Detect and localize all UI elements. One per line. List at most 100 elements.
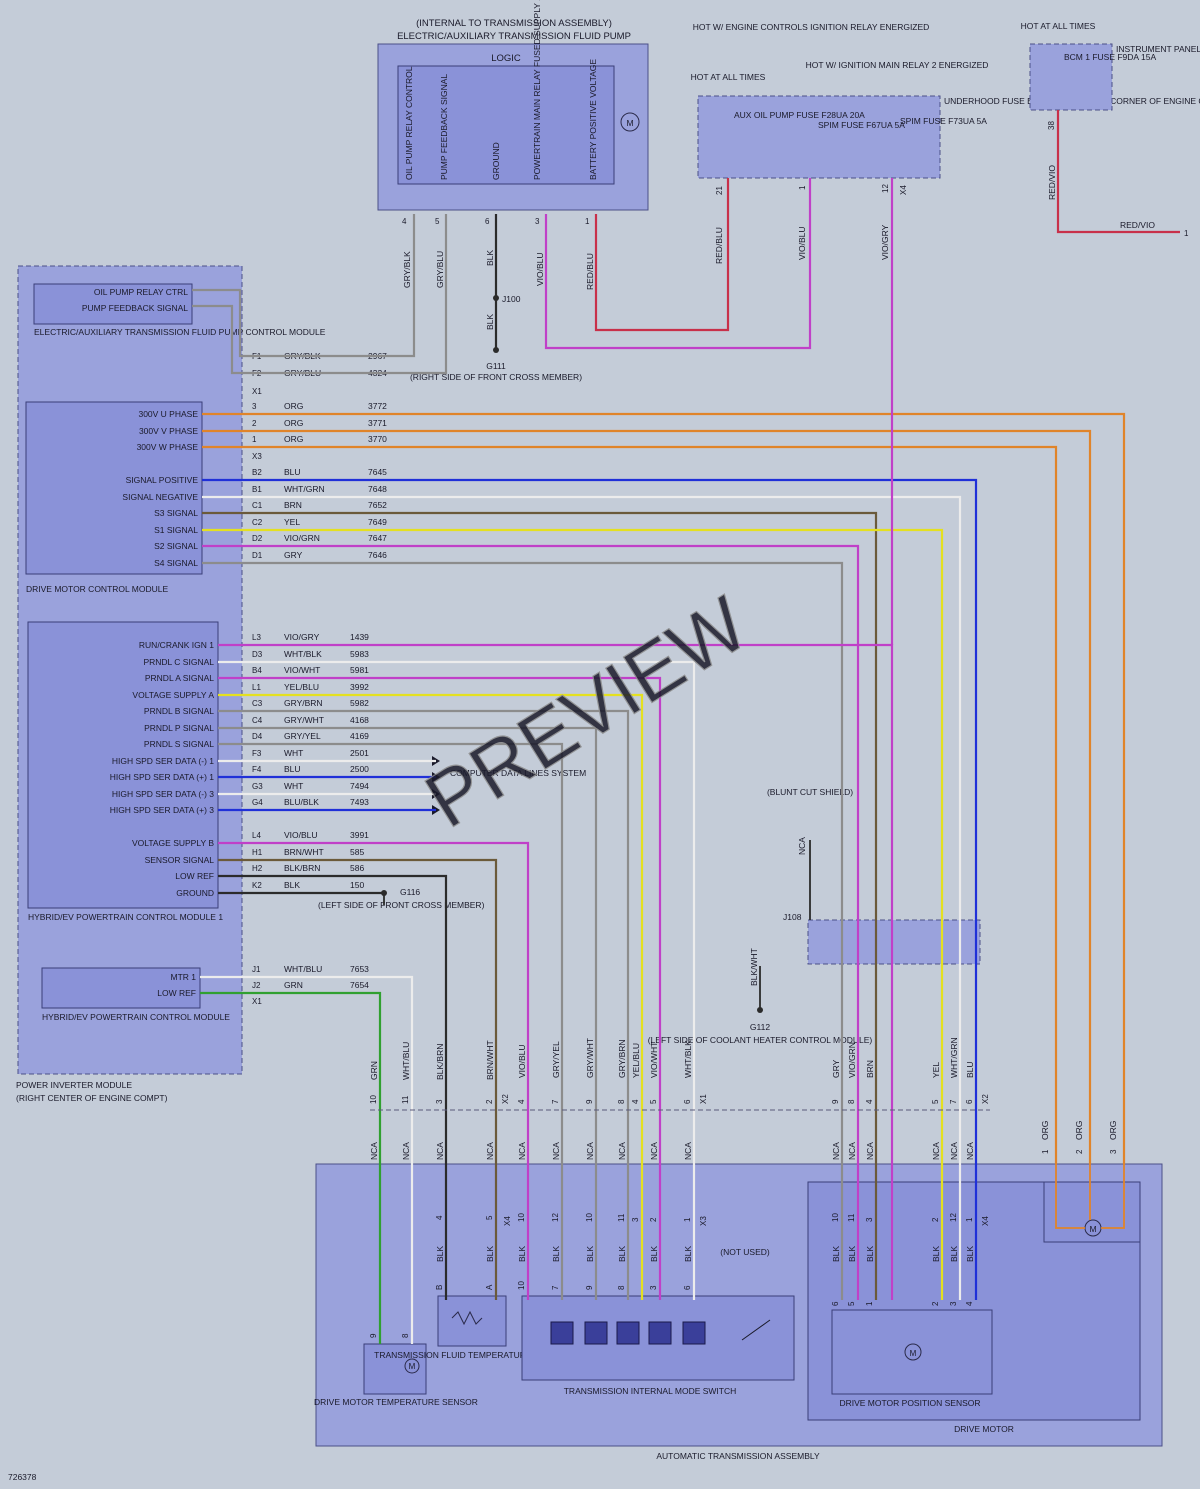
dmcm-signal-circuit: 7648	[368, 484, 387, 494]
hpcm2-row-circuit: 7653	[350, 964, 369, 974]
pump-pin-label-2: PUMP FEEDBACK SIGNAL	[439, 74, 449, 180]
dmps-motor-icon: M	[904, 1343, 922, 1361]
hpcm1-row-wire: BLK/BRN	[284, 863, 320, 873]
dmps-box	[831, 1309, 993, 1395]
dmps-label: DRIVE MOTOR POSITION SENSOR	[839, 1398, 980, 1408]
hpcm1-row-label: PRNDL S SIGNAL	[144, 739, 214, 749]
pump-pin-label-1: OIL PUMP RELAY CONTROL	[404, 66, 414, 180]
g111-location: (RIGHT SIDE OF FRONT CROSS MEMBER)	[410, 372, 582, 382]
inner-blk-label: BLK	[965, 1246, 975, 1262]
hpcm1-row-label: PRNDL C SIGNAL	[143, 657, 214, 667]
inner-blk-label: BLK	[551, 1246, 561, 1262]
ip-fuse-pin: 38	[1047, 121, 1056, 130]
dmts-pin: 9	[369, 1333, 378, 1338]
hpcm1-row-wire: VIO/GRY	[284, 632, 320, 642]
document-id: 726378	[8, 1472, 37, 1482]
dmps-pin: 3	[949, 1301, 958, 1306]
org-wire-label: ORG	[1108, 1121, 1118, 1140]
fuse-pin-21: 21	[715, 186, 724, 195]
dmcm-phase-wire: ORG	[284, 434, 303, 444]
tims-switch	[550, 1321, 574, 1345]
x1-pin-label: 9	[585, 1099, 594, 1104]
hpcm1-row-label: LOW REF	[175, 871, 214, 881]
x1-wire-label: VIO/WHT	[649, 1042, 659, 1078]
x2b-pin-label: 6	[965, 1099, 974, 1104]
pim-conn-x1: X1	[252, 387, 262, 396]
hpcm1-row-circuit: 2501	[350, 748, 369, 758]
dmcm-title: DRIVE MOTOR CONTROL MODULE	[26, 584, 168, 594]
pump-pin-3: 6	[485, 217, 490, 226]
nca-label: NCA	[585, 1142, 595, 1160]
hpcm1-row-circuit: 3991	[350, 830, 369, 840]
hpcm1-row-label: RUN/CRANK IGN 1	[139, 640, 214, 650]
tims-pin: 10	[517, 1281, 526, 1290]
hpcm1-row-circuit: 4169	[350, 731, 369, 741]
wire-hpcm1-signal	[218, 841, 530, 1300]
dmcm-signal-label: S3 SIGNAL	[154, 508, 198, 518]
x4b-inner-pin: 3	[865, 1217, 874, 1222]
pump-control-title: ELECTRIC/AUXILIARY TRANSMISSION FLUID PU…	[34, 327, 326, 337]
pump-wire-1: GRY/BLK	[402, 251, 412, 288]
x2-wire-label: GRN	[369, 1061, 379, 1080]
hpcm1-row-label: PRNDL P SIGNAL	[144, 723, 214, 733]
blunt-cut-shield: (BLUNT CUT SHIELD)	[767, 787, 853, 797]
wire-hpcm1-signal	[218, 858, 498, 1300]
logic-label: LOGIC	[491, 53, 521, 64]
inner-blk-label: BLK	[847, 1246, 857, 1262]
x1-wire-label: VIO/BLU	[517, 1044, 527, 1078]
hpcm1-row-label: HIGH SPD SER DATA (+) 3	[110, 805, 215, 815]
dmcm-signal-circuit: 7649	[368, 517, 387, 527]
dmcm-signal-wire: BLU	[284, 467, 301, 477]
tfts-box	[437, 1295, 507, 1347]
g116-label: G116	[400, 887, 420, 897]
x1-pin-label: 5	[649, 1099, 658, 1104]
x2b-pin-label: 8	[847, 1099, 856, 1104]
x2b-wire-label: WHT/GRN	[949, 1037, 959, 1078]
ip-fuse-wire: RED/VIO	[1047, 165, 1057, 200]
hpcm1-row-wire: BRN/WHT	[284, 847, 324, 857]
not-used-label: (NOT USED)	[720, 1247, 770, 1257]
dmps-pin: 5	[847, 1301, 856, 1306]
nca-label: NCA	[517, 1142, 527, 1160]
hpcm1-row-pin: K2	[252, 881, 262, 890]
pump-note: (INTERNAL TO TRANSMISSION ASSEMBLY)	[416, 18, 612, 29]
x1-pin-label: 4	[517, 1099, 526, 1104]
hpcm1-row-wire: GRY/YEL	[284, 731, 321, 741]
x2b-wire-label: VIO/GRN	[847, 1042, 857, 1078]
fuse-f67ua: SPIM FUSE F67UA 5A	[818, 120, 905, 130]
hpcm1-row-pin: H1	[252, 848, 263, 857]
dmcm-phase-label: 300V W PHASE	[137, 442, 199, 452]
hot-ignition-main: HOT W/ IGNITION MAIN RELAY 2 ENERGIZED	[806, 60, 989, 70]
hpcm1-row-pin: D3	[252, 650, 263, 659]
pump-wire-3: BLK	[485, 250, 495, 266]
x1-wire-label: GRY/YEL	[551, 1041, 561, 1078]
hpcm1-row-wire: GRY/WHT	[284, 715, 324, 725]
dmps-pin: 2	[931, 1301, 940, 1306]
x3-inner-pin: 11	[617, 1213, 626, 1222]
hpcm1-row-circuit: 1439	[350, 632, 369, 642]
hpcm1-row-circuit: 586	[350, 863, 364, 873]
wire-dmcm-signal	[202, 478, 978, 1300]
pump-control-box	[33, 283, 193, 325]
drive-motor-label: DRIVE MOTOR	[954, 1424, 1014, 1434]
hpcm1-row-wire: WHT/BLK	[284, 649, 322, 659]
pump-pin-label-3: GROUND	[491, 142, 501, 180]
x1-pin-label: 8	[617, 1099, 626, 1104]
wire-hpcm1-signal	[218, 874, 448, 1300]
wire-hpcm1-signal	[218, 660, 696, 1300]
wire-red-vio-feed	[1056, 110, 1180, 234]
hpcm1-row-circuit: 585	[350, 847, 364, 857]
hpcm1-row-wire: YEL/BLU	[284, 682, 319, 692]
wire-red-blu-feed	[594, 178, 730, 332]
inner-blk-label: BLK	[617, 1246, 627, 1262]
fuse-wire-2: VIO/BLU	[797, 226, 807, 260]
pim-location: (RIGHT CENTER OF ENGINE COMPT)	[16, 1093, 168, 1103]
hpcm1-row-circuit: 5981	[350, 665, 369, 675]
hpcm1-row-label: HIGH SPD SER DATA (-) 3	[112, 789, 214, 799]
wire-hpcm1-signal	[218, 709, 630, 1300]
org-pin-label: 3	[1109, 1149, 1118, 1154]
hpcm1-row-pin: F3	[252, 749, 262, 758]
x2b-pin-label: 9	[831, 1099, 840, 1104]
